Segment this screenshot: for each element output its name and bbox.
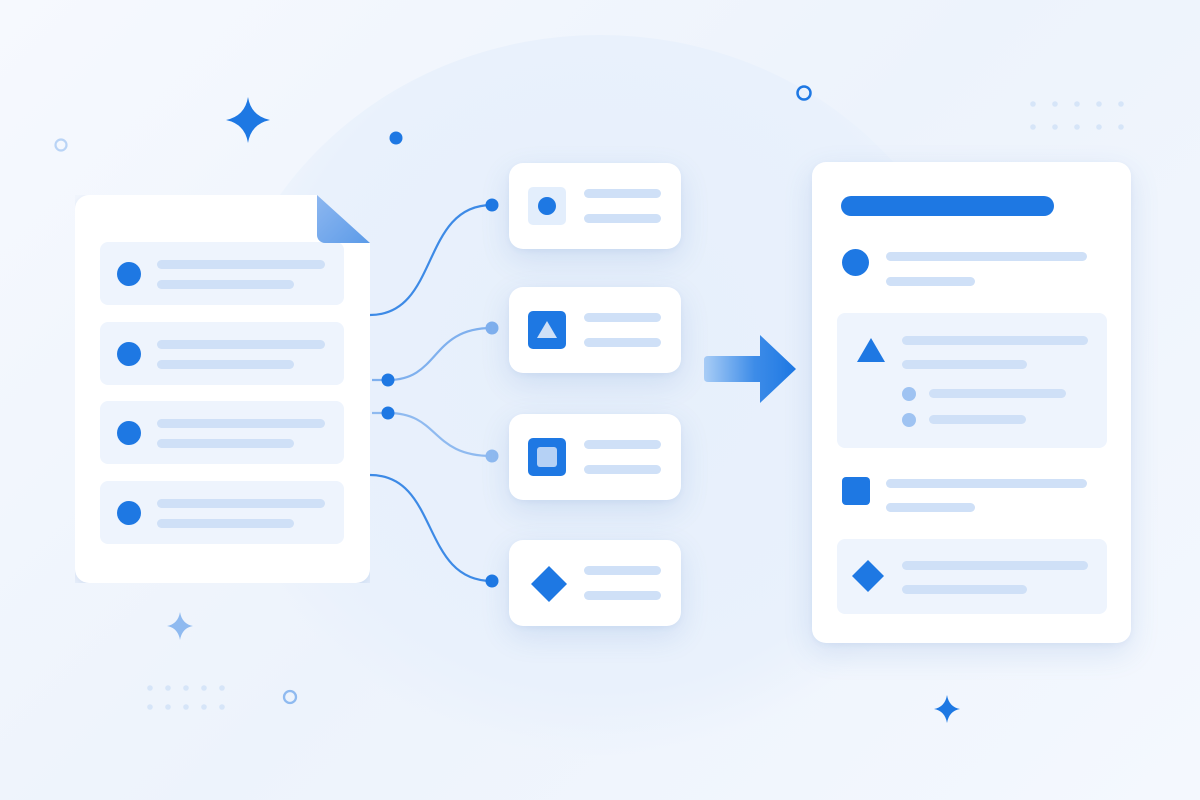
ring-icon [282,689,298,705]
source-row [100,322,344,385]
placeholder-line [157,360,294,369]
placeholder-line [157,419,325,428]
dot-grid [147,685,225,710]
placeholder-line [584,465,661,474]
sparkle-icon [226,97,270,143]
diamond-icon [530,565,568,603]
circle-icon [117,421,141,445]
connector-node [381,373,395,387]
placeholder-line [584,566,661,575]
circle-icon [117,501,141,525]
placeholder-line [902,336,1088,345]
title-bar [841,196,1054,216]
connector-lines [369,203,493,583]
placeholder-line [157,519,294,528]
placeholder-line [157,439,294,448]
result-section [837,313,1107,448]
connector-3 [372,411,493,458]
placeholder-line [886,277,975,286]
square-icon [842,477,870,505]
connector-node [485,449,499,463]
circle-icon [117,262,141,286]
connector-1 [369,203,493,317]
placeholder-line [584,440,661,449]
result-section [837,539,1107,614]
placeholder-line [929,389,1066,398]
ring-icon [796,85,812,101]
triangle-icon [857,338,885,362]
bullet-dot [902,387,916,401]
placeholder-line [157,260,325,269]
sparkle-icon [167,612,193,640]
circle-icon [117,342,141,366]
dot-icon [389,131,403,145]
extracted-item-card [509,287,681,373]
extracted-item-card [509,540,681,626]
arrow-right-icon [704,335,796,403]
dot-grid [1030,101,1124,130]
source-row [100,401,344,464]
placeholder-line [584,591,661,600]
placeholder-line [584,189,661,198]
connector-4 [369,473,493,583]
placeholder-line [157,340,325,349]
placeholder-line [584,338,661,347]
circle-icon [842,249,869,276]
placeholder-line [902,561,1088,570]
triangle-icon [528,311,566,349]
square-icon [528,438,566,476]
placeholder-line [157,280,294,289]
placeholder-line [584,214,661,223]
placeholder-line [886,479,1087,488]
extracted-item-card [509,414,681,500]
bullet-dot [902,413,916,427]
source-row [100,481,344,544]
placeholder-line [157,499,325,508]
connector-2 [372,326,493,382]
placeholder-line [902,585,1027,594]
result-document [812,162,1131,643]
placeholder-line [929,415,1026,424]
placeholder-line [902,360,1027,369]
source-row [100,242,344,305]
placeholder-line [584,313,661,322]
connector-nodes [381,198,499,588]
extracted-item-card [509,163,681,249]
ring-icon [54,138,68,152]
connector-node [485,198,499,212]
connector-node [485,574,499,588]
circle-icon [528,187,566,225]
diamond-icon [852,560,884,592]
placeholder-line [886,252,1087,261]
source-document [75,195,370,583]
connector-node [485,321,499,335]
placeholder-line [886,503,975,512]
sparkle-icon [934,695,960,723]
connector-node [381,406,395,420]
